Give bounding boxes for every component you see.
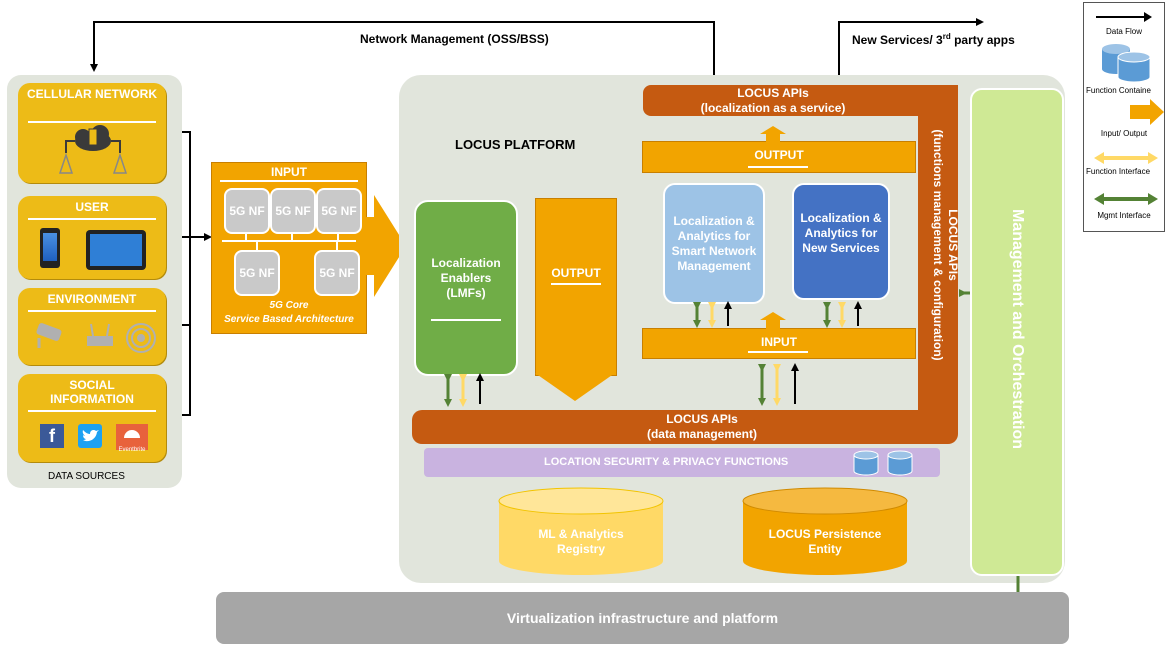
smartphone-icon <box>40 228 60 268</box>
security-label: LOCATION SECURITY & PRIVACY FUNCTIONS <box>544 456 789 468</box>
nf-box: 5G NF <box>314 250 360 296</box>
legend-function-container-icon <box>1102 44 1151 83</box>
nf-box: 5G NF <box>270 188 316 234</box>
core-caption: 5G Core Service Based Architecture <box>224 300 354 325</box>
legend-input-output-icon <box>1130 99 1164 125</box>
new-services-box: Localization & Analytics for New Service… <box>792 183 890 300</box>
ml-registry-cylinder <box>498 487 664 575</box>
apis-side-bar: LOCUS APIs (functions management & confi… <box>918 85 960 411</box>
apis-bottom-bar: LOCUS APIs (data management) <box>412 410 958 444</box>
cloud-network-icon <box>58 125 128 174</box>
source-user: USER <box>18 196 166 279</box>
source-environment: ENVIRONMENT <box>18 288 166 365</box>
input-inner-label: INPUT <box>761 335 797 349</box>
output-left-box: OUTPUT <box>535 198 617 376</box>
input-inner-bar: INPUT <box>642 328 916 359</box>
legend-function-interface-icon <box>1094 152 1158 164</box>
output-up-arrow <box>760 126 786 142</box>
data-sources-footer: DATA SOURCES <box>48 471 125 482</box>
input-up-arrow <box>760 312 786 329</box>
legend-input-output-label: Input/ Output <box>1100 129 1148 138</box>
apis-top-subtitle: (localization as a service) <box>700 101 846 115</box>
apis-bottom-subtitle: (data management) <box>646 427 758 441</box>
virtualization-bar: Virtualization infrastructure and platfo… <box>216 592 1069 644</box>
smart-network-box: Localization & Analytics for Smart Netwo… <box>663 183 765 304</box>
source-title: CELLULAR NETWORK <box>27 87 157 101</box>
output-left-label: OUTPUT <box>551 266 601 280</box>
source-title: SOCIAL INFORMATION <box>50 378 134 406</box>
nf-box: 5G NF <box>224 188 270 234</box>
output-top-label: OUTPUT <box>754 148 804 162</box>
core-input-label: INPUT <box>271 165 307 179</box>
tablet-icon <box>86 230 146 270</box>
eventbrite-icon: Eventbrite <box>116 424 148 453</box>
output-left-arrowhead <box>535 373 615 401</box>
source-social-information: SOCIAL INFORMATION f Eventbrite <box>18 374 166 462</box>
source-title: USER <box>75 200 109 214</box>
mano-box: Management and Orchestration <box>970 88 1064 576</box>
lmf-label-3: (LMFs) <box>446 285 486 300</box>
apis-top-bar: LOCUS APIs (localization as a service) <box>643 85 958 116</box>
core-output-arrow <box>364 195 406 297</box>
legend-mgmt-interface-icon <box>1094 193 1158 205</box>
legend-function-interface-label: Function Interface <box>1086 167 1151 176</box>
security-privacy-bar: LOCATION SECURITY & PRIVACY FUNCTIONS <box>424 448 940 477</box>
legend-data-flow-label: Data Flow <box>1105 27 1142 36</box>
source-title: ENVIRONMENT <box>47 292 137 306</box>
persistence-cylinder <box>742 487 908 575</box>
mano-label: Management and Orchestration <box>1009 208 1026 450</box>
ml-registry-label: ML & Analytics Registry <box>538 527 624 556</box>
eventbrite-text: Eventbrite <box>118 447 146 453</box>
network-management-arrow <box>90 21 715 122</box>
lmf-label-2: Enablers <box>440 270 492 285</box>
lmf-label-1: Localization <box>431 255 501 270</box>
network-management-label: Network Management (OSS/BSS) <box>360 32 549 46</box>
apis-top-title: LOCUS APIs <box>737 86 809 100</box>
nf-box: 5G NF <box>316 188 362 234</box>
legend-mgmt-interface-label: Mgmt Interface <box>1097 211 1151 220</box>
legend-data-flow-icon <box>1096 12 1152 22</box>
platform-title: LOCUS PLATFORM <box>455 137 576 152</box>
environment-sensors-icon <box>36 323 156 353</box>
apis-bottom-title: LOCUS APIs <box>666 412 738 426</box>
legend: Data Flow Function Containe Input/ Outpu… <box>1083 2 1165 232</box>
persistence-label: LOCUS Persistence Entity <box>768 527 882 556</box>
5g-core-box: INPUT 5G NF 5G NF 5G NF 5G NF 5G NF 5G C… <box>211 162 367 334</box>
new-services-label: New Services/ 3rd party apps <box>852 32 1015 47</box>
database-icon <box>853 450 913 476</box>
source-cellular-network: CELLULAR NETWORK <box>18 83 166 183</box>
nf-box: 5G NF <box>234 250 280 296</box>
lmf-box: Localization Enablers (LMFs) <box>414 200 518 376</box>
twitter-icon <box>78 424 102 448</box>
legend-function-container-label: Function Containe <box>1086 86 1151 95</box>
facebook-icon: f <box>40 424 64 448</box>
